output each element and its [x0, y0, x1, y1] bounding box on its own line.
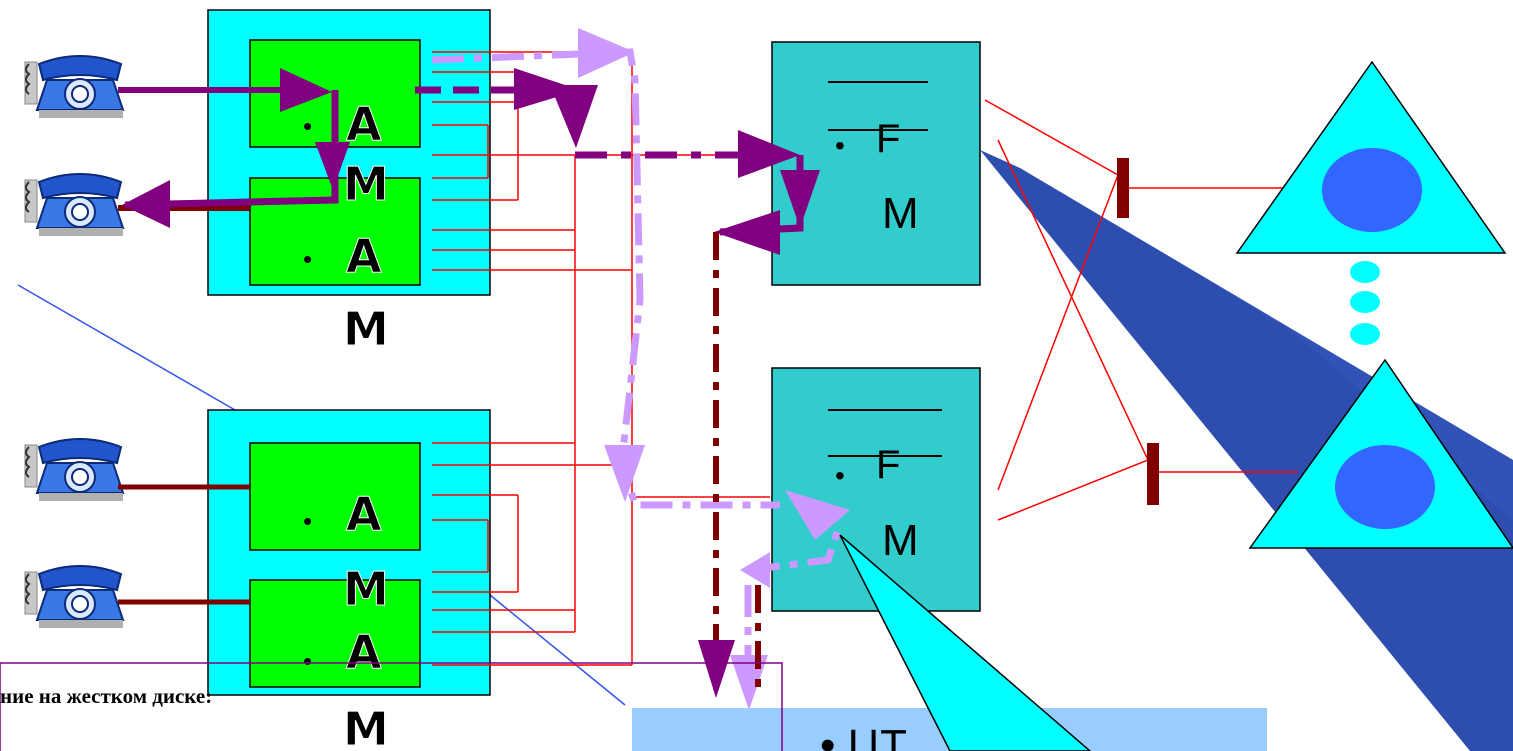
module-bottom-lower-dot: • [303, 646, 312, 676]
module-top-tail-label: M [343, 302, 389, 356]
module-bottom-tail-label: M [343, 702, 389, 751]
telephone-icon[interactable] [24, 173, 124, 237]
module-top-upper-dot: • [303, 111, 312, 141]
blue-connector-line [17, 284, 236, 411]
trunk-wires [984, 99, 1298, 521]
module-top-lower-label: A [346, 229, 382, 283]
beam-shape [980, 150, 1513, 751]
continuation-dot [1350, 261, 1380, 283]
arrow-head [514, 68, 580, 110]
module-top-upper-label: A [346, 97, 382, 151]
arrow-head [740, 552, 770, 588]
callout-pointer [839, 534, 1092, 751]
node-ellipse [1335, 445, 1435, 529]
caption-fragment: ние на жестком диске: [0, 684, 212, 708]
relay-contact [1147, 443, 1159, 505]
blue-connector-line [489, 594, 626, 706]
arrow-head [698, 640, 735, 698]
telephone-icon[interactable] [24, 565, 124, 629]
arrow-head [780, 170, 820, 228]
switch-top-dot: • [835, 130, 845, 161]
arrow-head [280, 68, 332, 112]
telephone-icon[interactable] [24, 55, 124, 119]
call-path-darkred [713, 232, 761, 690]
relay-contact [1117, 158, 1129, 218]
module-bottom-mid-label: M [343, 562, 389, 616]
switch-top-symbol: F [876, 117, 900, 161]
continuation-dot [1350, 323, 1380, 345]
module-bottom-upper-card [249, 442, 421, 551]
bottom-panel-text: • ЦТ [820, 721, 907, 751]
switch-top-letter: M [882, 189, 919, 238]
telephone-icon[interactable] [24, 438, 124, 502]
caption-frame [0, 662, 783, 751]
arrow-head [122, 180, 170, 228]
module-bottom-lower-label: A [346, 625, 382, 679]
arrow-head [714, 210, 780, 255]
arrow-head [578, 28, 635, 78]
arrow-head [550, 85, 598, 148]
switch-bottom-symbol: F [876, 443, 900, 487]
switch-bottom-letter: M [882, 516, 919, 565]
arrow-head [315, 142, 350, 190]
module-bottom-lower-card [249, 579, 421, 688]
arrow-head [604, 445, 645, 502]
switch-bottom-dot: • [835, 460, 845, 491]
continuation-dot [1350, 291, 1380, 313]
node-ellipse [1322, 148, 1422, 232]
module-bottom-upper-label: A [346, 487, 382, 541]
module-top-lower-dot: • [303, 244, 312, 274]
module-bottom-upper-dot: • [303, 506, 312, 536]
arrow-head [738, 130, 800, 178]
module-top-mid-label: M [343, 157, 389, 211]
arrow-head [785, 490, 850, 540]
wiring-bundle-bottom [432, 442, 770, 666]
